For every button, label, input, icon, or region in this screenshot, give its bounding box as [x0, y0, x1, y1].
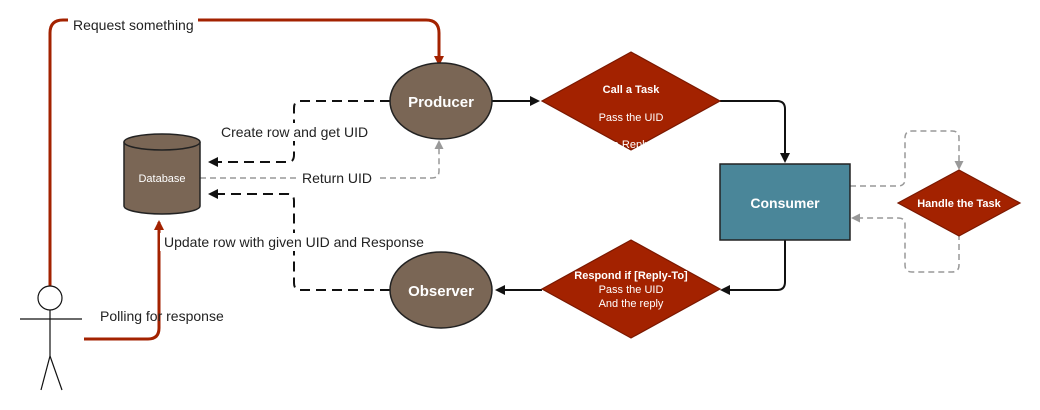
respond-line2: And the reply [599, 298, 664, 310]
stick-figure-icon [20, 285, 82, 391]
edge-request [48, 18, 444, 286]
producer-label: Producer [408, 94, 474, 111]
call-task-title: Call a Task [603, 84, 661, 96]
call-task-line1: Pass the UID [599, 112, 664, 124]
edge-call-to-consumer [720, 100, 790, 163]
call-task-node: Call a Task Pass the UID ...a Reply... [540, 51, 722, 151]
database-label: Database [138, 173, 185, 185]
edge-label-update-row: Update row with given UID and Response [164, 234, 424, 250]
respond-title: Respond if [Reply-To] [574, 270, 688, 282]
consumer-node: Consumer [719, 163, 851, 241]
handle-task-title: Handle the Task [917, 198, 1001, 210]
call-task-line2: ...a Reply... [604, 139, 659, 151]
edge-label-return-uid: Return UID [302, 170, 372, 186]
edge-return-uid [200, 140, 444, 179]
edge-consumer-to-handle [850, 130, 964, 187]
edge-polling [84, 220, 164, 341]
edge-label-request: Request something [73, 17, 194, 33]
handle-task-node: Handle the Task [896, 169, 1022, 237]
producer-node: Producer [389, 62, 493, 140]
observer-label: Observer [408, 283, 474, 300]
respond-node: Respond if [Reply-To] Pass the UID And t… [540, 239, 722, 339]
cylinder-icon [123, 142, 201, 215]
respond-line1: Pass the UID [599, 284, 664, 296]
edge-consumer-to-respond [720, 240, 786, 295]
consumer-label: Consumer [750, 195, 820, 211]
edge-label-create-row: Create row and get UID [221, 124, 368, 140]
database-node: Database [123, 133, 201, 215]
edge-label-polling: Polling for response [100, 308, 224, 324]
observer-node: Observer [389, 251, 493, 329]
